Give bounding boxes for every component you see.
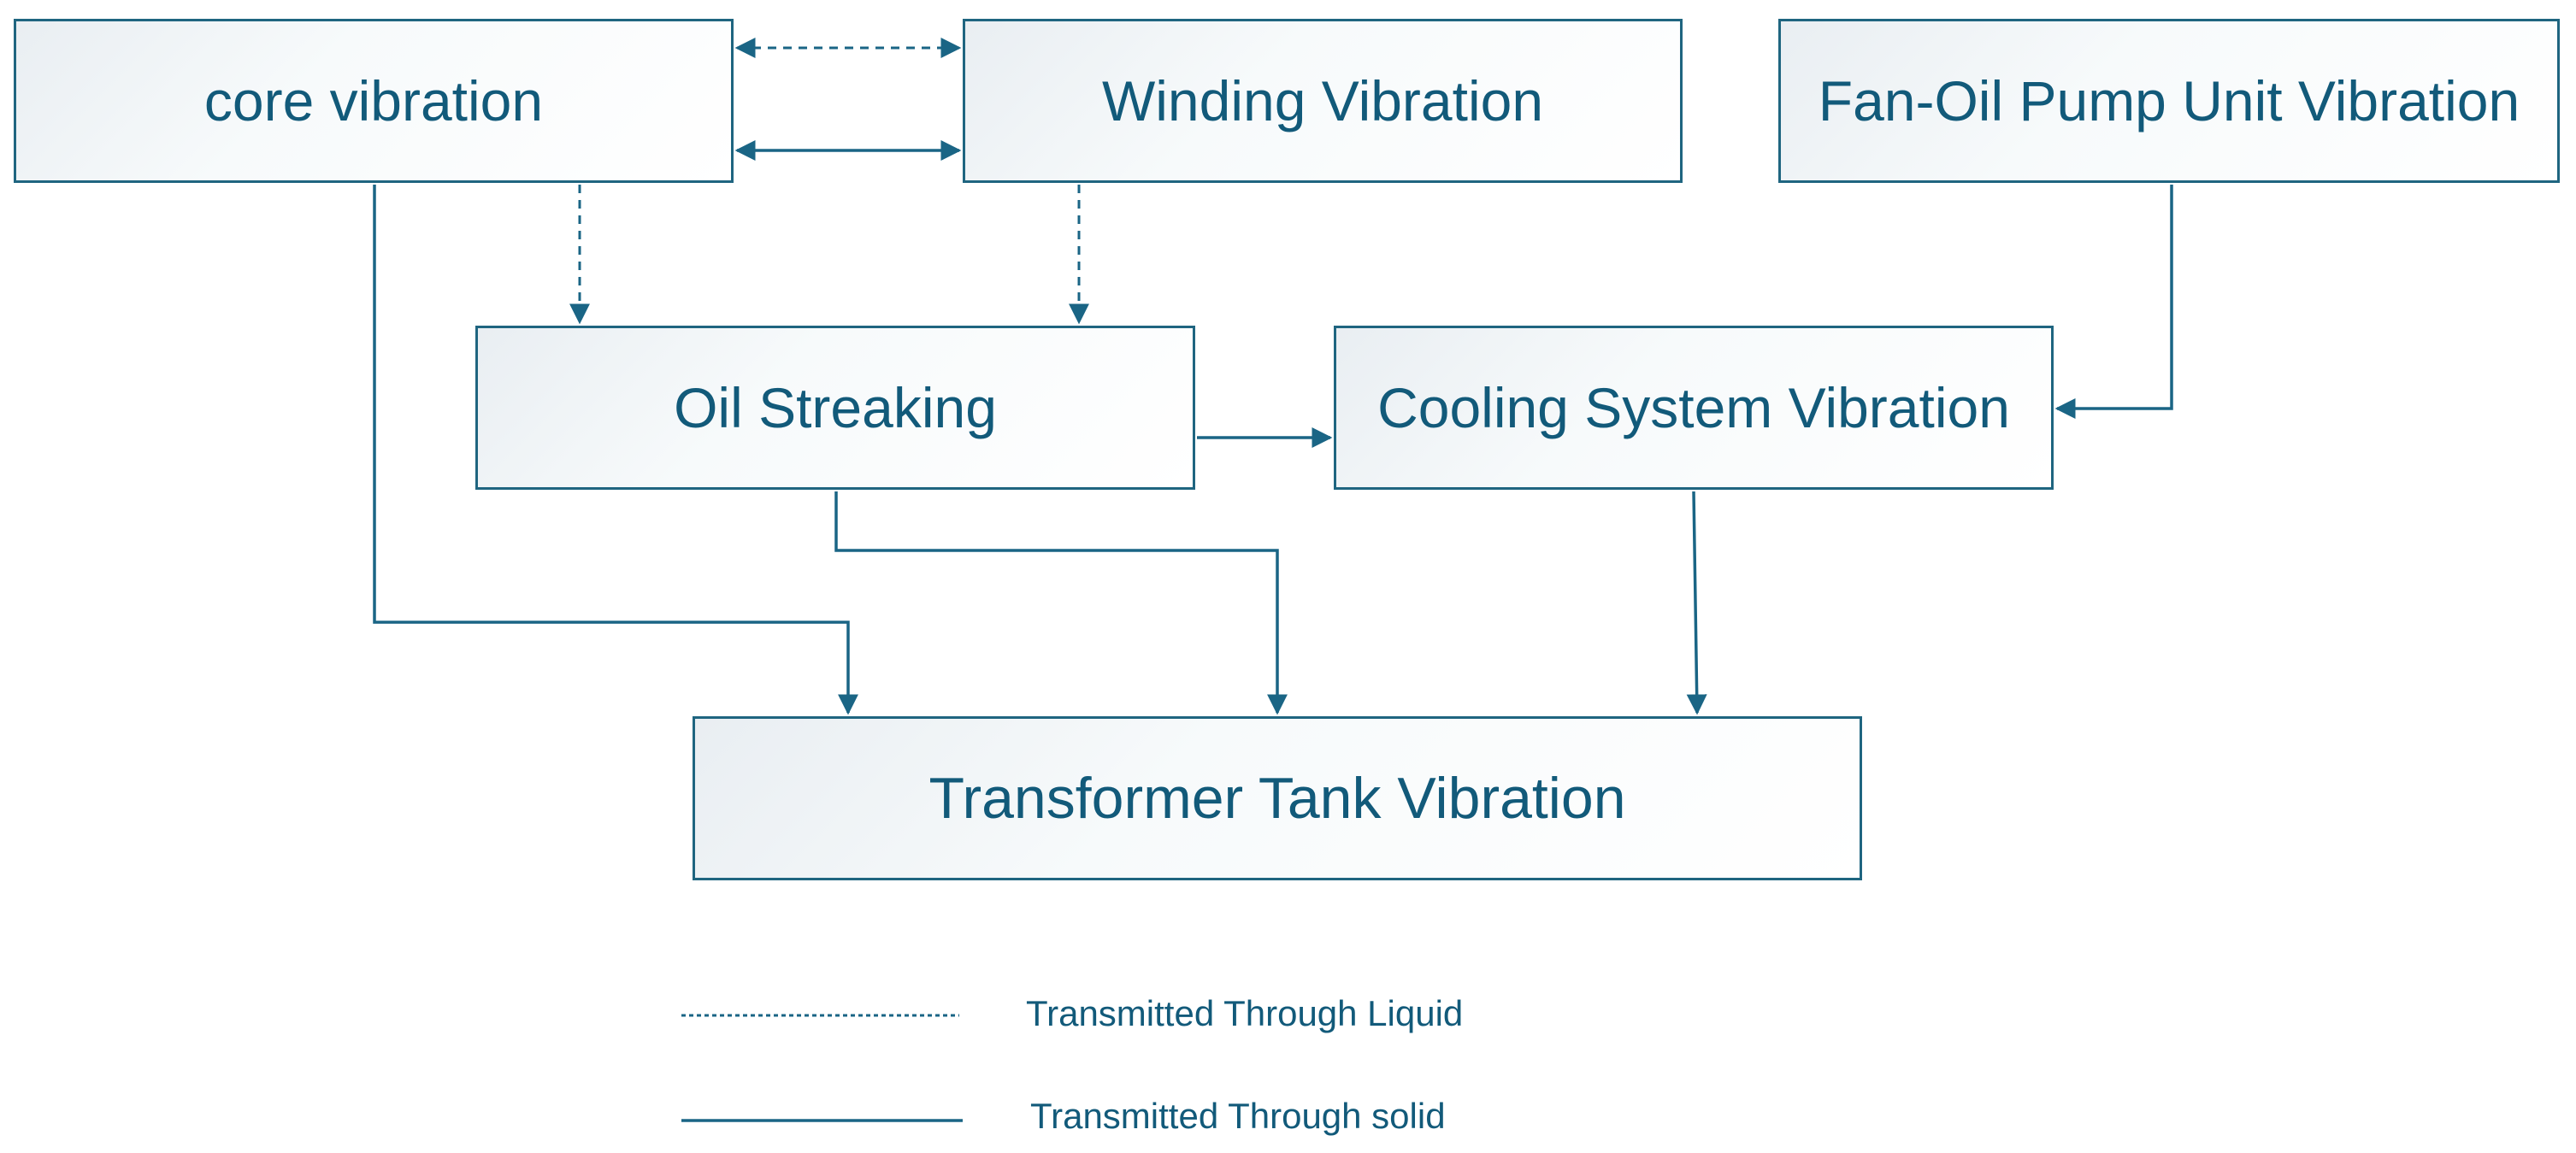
node-core-vibration-label: core vibration: [203, 69, 544, 132]
edge-cooling-tank-solid: [1686, 491, 1707, 715]
node-cooling-system-vibration-label: Cooling System Vibration: [1377, 376, 2010, 439]
legend-liquid-label: Transmitted Through Liquid: [1026, 993, 1464, 1033]
node-fan-oil-pump-vibration-label: Fan-Oil Pump Unit Vibration: [1818, 69, 2520, 132]
edge-core-tank-solid: [373, 185, 858, 715]
node-transformer-tank-vibration-label: Transformer Tank Vibration: [928, 766, 1626, 831]
node-oil-streaking-label: Oil Streaking: [674, 376, 997, 439]
edge-oil-tank-solid: [834, 491, 1288, 715]
node-core-vibration: core vibration: [14, 19, 734, 183]
node-fan-oil-pump-vibration: Fan-Oil Pump Unit Vibration: [1778, 19, 2560, 183]
edge-fan-cooling-solid: [2054, 185, 2173, 419]
node-winding-vibration-label: Winding Vibration: [1101, 69, 1544, 132]
node-cooling-system-vibration: Cooling System Vibration: [1334, 326, 2054, 490]
node-winding-vibration: Winding Vibration: [963, 19, 1683, 183]
node-transformer-tank-vibration: Transformer Tank Vibration: [693, 716, 1862, 880]
legend-solid-label: Transmitted Through solid: [1030, 1096, 1446, 1136]
node-oil-streaking: Oil Streaking: [475, 326, 1195, 490]
